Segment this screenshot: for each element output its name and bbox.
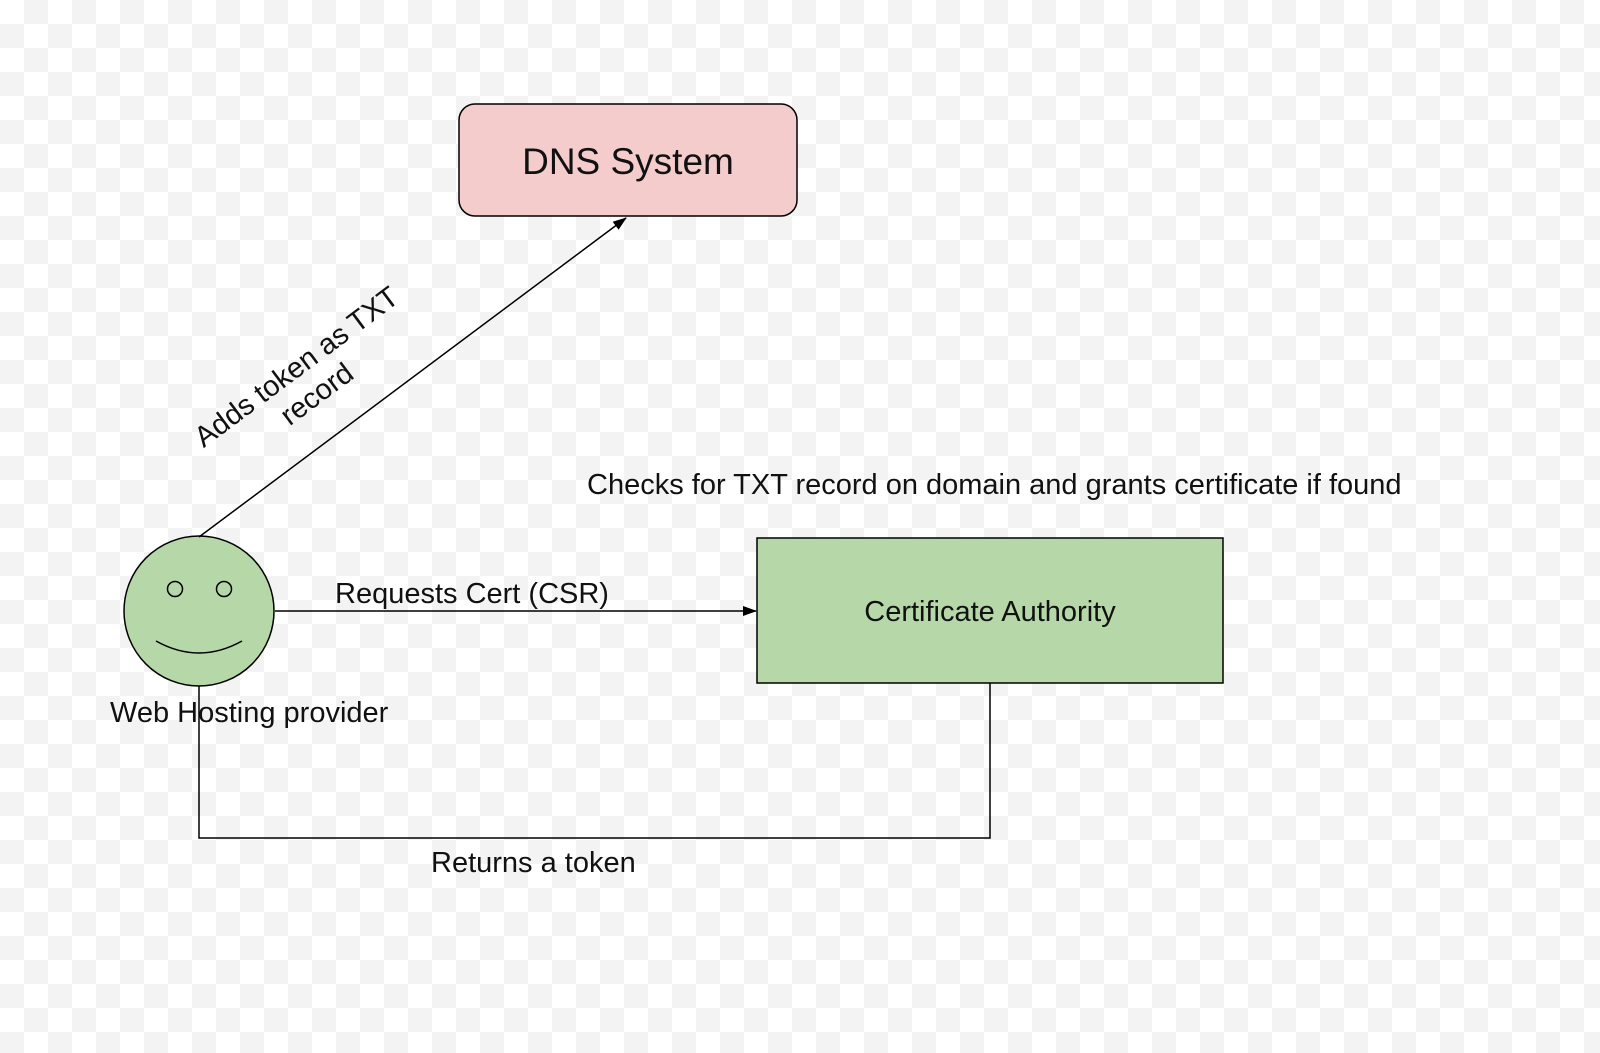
edge-returns-token[interactable] bbox=[198, 683, 991, 839]
adds-token-arrow bbox=[198, 217, 627, 538]
actor-mouth bbox=[155, 640, 243, 654]
certificate-authority-box bbox=[756, 537, 1224, 684]
actor-face bbox=[123, 535, 275, 687]
dns-system-box bbox=[458, 103, 798, 217]
certificate-authority-label: Certificate Authority bbox=[864, 596, 1116, 628]
edge-adds-token[interactable] bbox=[198, 217, 627, 538]
certificate-authority-node[interactable]: Certificate Authority bbox=[756, 537, 1224, 684]
returns-token-connector bbox=[198, 683, 991, 839]
dns-system-label: DNS System bbox=[522, 141, 734, 182]
dns-system-node[interactable]: DNS System bbox=[458, 103, 798, 217]
request-cert-label: Requests Cert (CSR) bbox=[335, 578, 609, 610]
adds-token-label: Adds token as TXT record bbox=[189, 281, 405, 454]
web-hosting-provider-actor[interactable] bbox=[123, 535, 275, 687]
actor-left-eye bbox=[166, 580, 184, 598]
actor-right-eye bbox=[215, 580, 233, 598]
web-hosting-provider-label: Web Hosting provider bbox=[110, 697, 389, 729]
smiley-face-icon bbox=[123, 535, 275, 687]
returns-token-label: Returns a token bbox=[431, 847, 636, 879]
ca-check-annotation: Checks for TXT record on domain and gran… bbox=[587, 469, 1402, 501]
